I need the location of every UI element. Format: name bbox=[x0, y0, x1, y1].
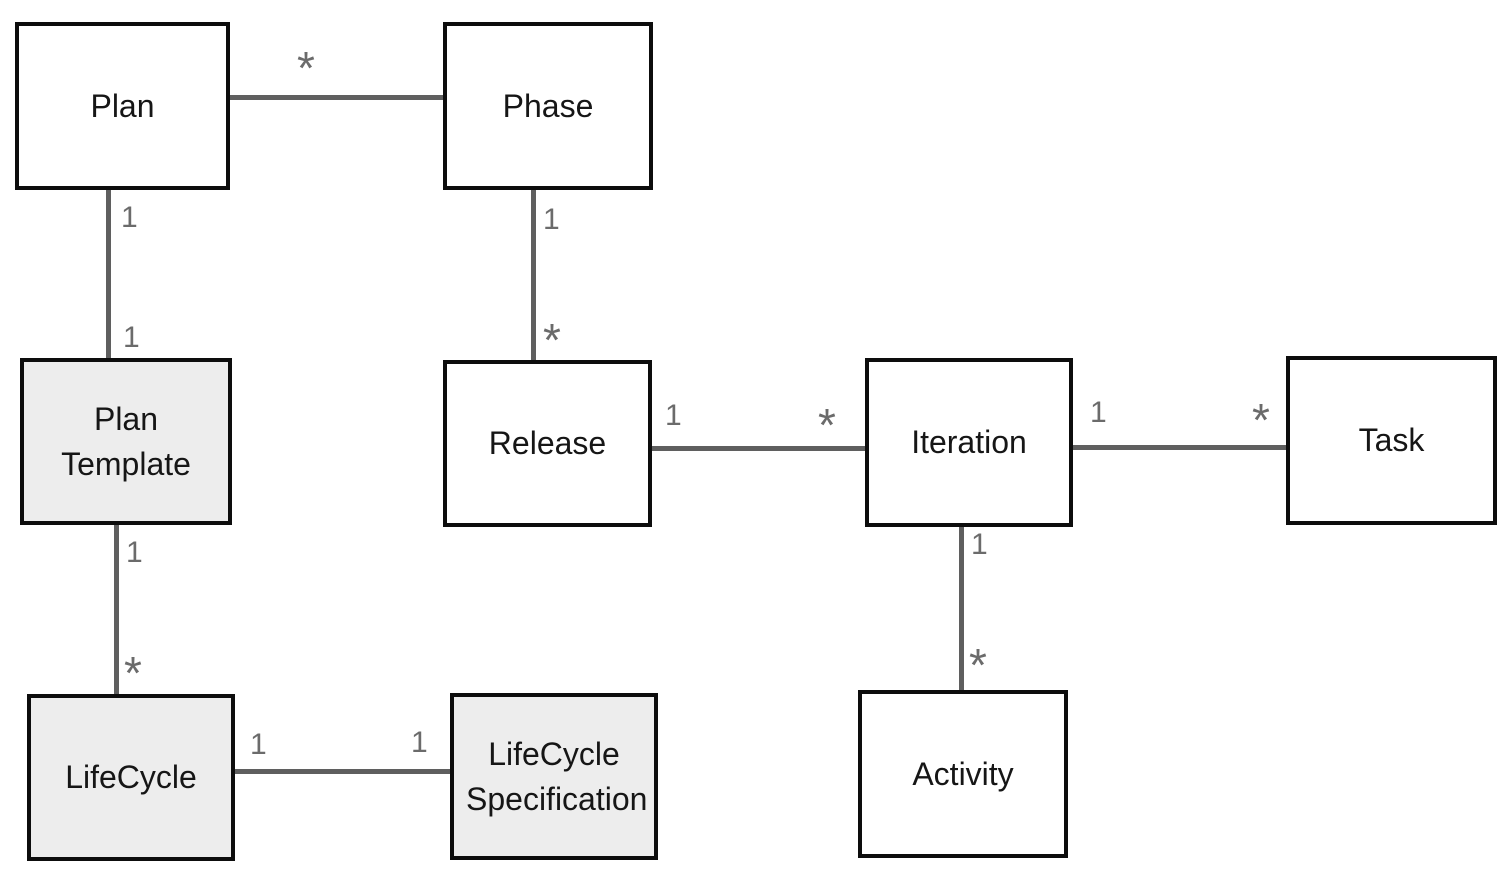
multiplicity-label: 1 bbox=[126, 536, 143, 569]
node-label: Plan bbox=[90, 87, 155, 124]
edge-iteration-task bbox=[1071, 445, 1287, 450]
multiplicity-label: 1 bbox=[411, 726, 428, 759]
edge-iteration-activity bbox=[959, 526, 964, 691]
edge-plan-phase bbox=[230, 95, 445, 100]
multiplicity-label: 1 bbox=[121, 201, 138, 234]
multiplicity-label: 1 bbox=[543, 203, 560, 236]
multiplicity-label: * bbox=[1252, 394, 1270, 446]
node-phase: Phase bbox=[443, 22, 653, 190]
edge-lifecycle-lifecycle-specification bbox=[234, 769, 451, 774]
multiplicity-label: 1 bbox=[123, 321, 140, 354]
node-label: Activity bbox=[912, 755, 1014, 792]
node-plan-template: Plan Template bbox=[20, 358, 232, 525]
node-label: Iteration bbox=[911, 424, 1027, 461]
node-label: Release bbox=[488, 425, 607, 462]
node-iteration: Iteration bbox=[865, 358, 1073, 527]
edge-phase-release bbox=[531, 189, 536, 361]
edge-plan-plan-template bbox=[106, 189, 111, 359]
edge-release-iteration bbox=[650, 446, 866, 451]
multiplicity-label: * bbox=[124, 647, 142, 699]
node-label: LifeCycle Specification bbox=[466, 735, 648, 817]
node-label: Task bbox=[1358, 422, 1425, 459]
multiplicity-label: 1 bbox=[971, 528, 988, 561]
multiplicity-label: 1 bbox=[1090, 396, 1107, 429]
node-label: Plan Template bbox=[61, 400, 191, 482]
multiplicity-label: * bbox=[543, 314, 561, 366]
multiplicity-label: * bbox=[297, 42, 315, 94]
node-plan: Plan bbox=[15, 22, 230, 190]
node-lifecycle: LifeCycle bbox=[27, 694, 235, 861]
node-lifecycle-specification: LifeCycle Specification bbox=[450, 693, 658, 860]
node-task: Task bbox=[1286, 356, 1497, 525]
multiplicity-label: * bbox=[969, 639, 987, 691]
multiplicity-label: 1 bbox=[250, 728, 267, 761]
node-label: LifeCycle bbox=[65, 759, 197, 796]
node-label: Phase bbox=[502, 87, 594, 124]
multiplicity-label: 1 bbox=[665, 399, 682, 432]
multiplicity-label: * bbox=[818, 399, 836, 451]
edge-plan-template-lifecycle bbox=[114, 524, 119, 695]
node-activity: Activity bbox=[858, 690, 1068, 858]
node-release: Release bbox=[443, 360, 652, 527]
